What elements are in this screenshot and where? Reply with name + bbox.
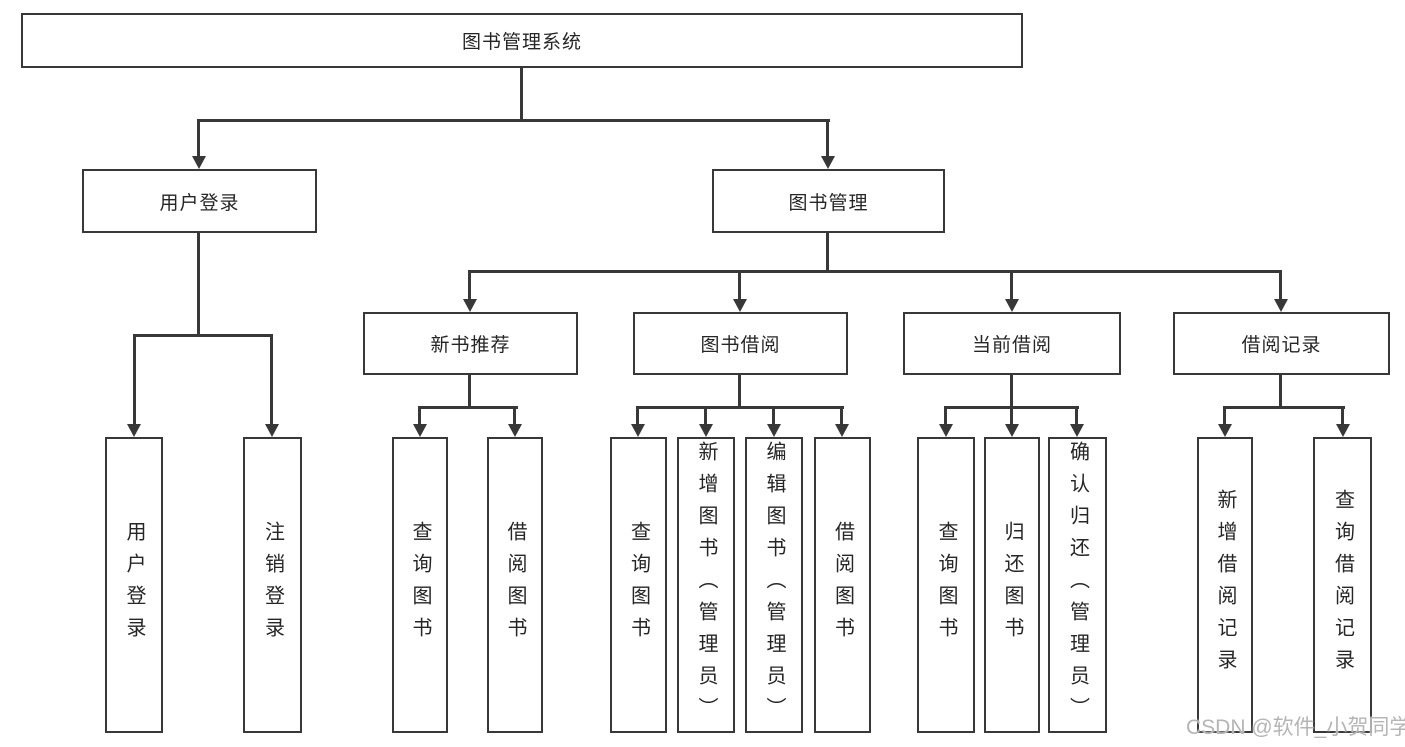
arrowhead [1336,424,1350,437]
node-borrow-records: 借阅记录 [1173,312,1390,375]
node-book-management: 图书管理 [712,169,945,233]
connector-stem [704,406,707,426]
node-label: 借阅图书 [831,521,854,649]
leaf-query-books-recommend: 查询图书 [392,437,448,733]
connector-root-stem [520,67,523,122]
connector-level2-branch [197,119,830,122]
connector-user-login-stem [197,231,200,337]
node-label: 图书管理系统 [461,32,582,53]
connector-book-management-stem [826,231,829,273]
connector-stem [944,406,947,426]
node-new-book-recommend: 新书推荐 [363,312,578,375]
node-label: 查询图书 [935,521,957,649]
leaf-query-books-borrow: 查询图书 [610,437,667,733]
node-library-management-system: 图书管理系统 [21,13,1023,68]
node-label: 用户登录 [123,521,145,649]
arrowhead-borrow-records [1274,299,1288,312]
node-book-borrow: 图书借阅 [633,312,848,375]
connector-stem-borrow-records [1279,270,1282,301]
connector-new-books-stem [468,373,471,409]
connector-stem [1075,406,1078,426]
connector-stem [1010,406,1013,426]
arrowhead-new-books [463,299,477,312]
node-label: 查询图书 [627,521,650,649]
connector-stem [1223,406,1226,426]
arrowhead-login [127,424,141,437]
arrowhead [767,424,781,437]
node-label: 查询借阅记录 [1331,489,1354,681]
leaf-edit-books-admin: 编辑图书（管理员） [745,437,803,733]
arrowhead-current-borrow [1005,299,1019,312]
arrowhead-user-login [192,156,206,169]
connector-borrow-records-stem [1279,373,1282,409]
node-label: 图书借阅 [700,335,781,356]
connector-current-borrow-stem [1010,373,1013,409]
connector-stem-login [133,334,136,425]
node-label: 确认归还（管理员） [1066,441,1089,729]
arrowhead [1070,424,1084,437]
arrowhead-book-borrow [733,299,747,312]
arrowhead [699,424,713,437]
node-label: 编辑图书（管理员） [763,441,785,729]
connector-level3-branch [468,270,1282,273]
connector-stem [418,406,421,426]
node-label: 注销登录 [261,521,284,649]
node-label: 新书推荐 [430,335,511,356]
leaf-add-borrow-record: 新增借阅记录 [1197,437,1253,733]
connector-stem [1341,406,1344,426]
node-label: 图书管理 [788,192,869,214]
connector-stem-book-borrow [738,270,741,301]
csdn-watermark: CSDN @软件_小贺同学 [1186,716,1405,739]
leaf-return-books: 归还图书 [984,437,1040,733]
connector-stem-logout [270,334,273,425]
connector-stem-current-borrow [1010,270,1013,301]
connector-borrow-records-branch [1223,406,1345,409]
node-user-login: 用户登录 [82,169,317,233]
arrowhead-book-management [821,156,835,169]
arrowhead [631,424,645,437]
arrowhead [1005,424,1019,437]
node-label: 归还图书 [1001,521,1023,649]
node-label: 新增图书（管理员） [695,441,717,729]
connector-stem [840,406,843,426]
connector-stem [513,406,516,426]
connector-book-borrow-branch [636,406,844,409]
node-label: 借阅图书 [504,521,526,649]
leaf-logout: 注销登录 [243,437,302,733]
leaf-query-borrow-record: 查询借阅记录 [1313,437,1372,733]
connector-stem [772,406,775,426]
leaf-borrow-books-recommend: 借阅图书 [487,437,543,733]
node-label: 新增借阅记录 [1214,489,1236,681]
leaf-borrow-books: 借阅图书 [814,437,871,733]
connector-new-books-branch [418,406,518,409]
connector-stem-user-login [197,119,200,157]
node-label: 当前借阅 [971,335,1052,356]
node-label: 用户登录 [159,192,240,214]
arrowhead [413,424,427,437]
node-current-borrow: 当前借阅 [903,312,1121,375]
arrowhead [1218,424,1232,437]
connector-user-login-branch [133,334,273,337]
node-label: 查询图书 [409,521,431,649]
connector-stem-book-management [826,119,829,157]
arrowhead [939,424,953,437]
arrowhead [835,424,849,437]
leaf-user-login: 用户登录 [105,437,163,733]
leaf-add-books-admin: 新增图书（管理员） [677,437,735,733]
connector-book-borrow-stem [738,373,741,409]
connector-stem [636,406,639,426]
connector-stem-new-books [468,270,471,301]
arrowhead-logout [265,424,279,437]
arrowhead [508,424,522,437]
leaf-confirm-return-admin: 确认归还（管理员） [1048,437,1107,733]
node-label: 借阅记录 [1241,335,1322,356]
leaf-query-books-current: 查询图书 [917,437,975,733]
